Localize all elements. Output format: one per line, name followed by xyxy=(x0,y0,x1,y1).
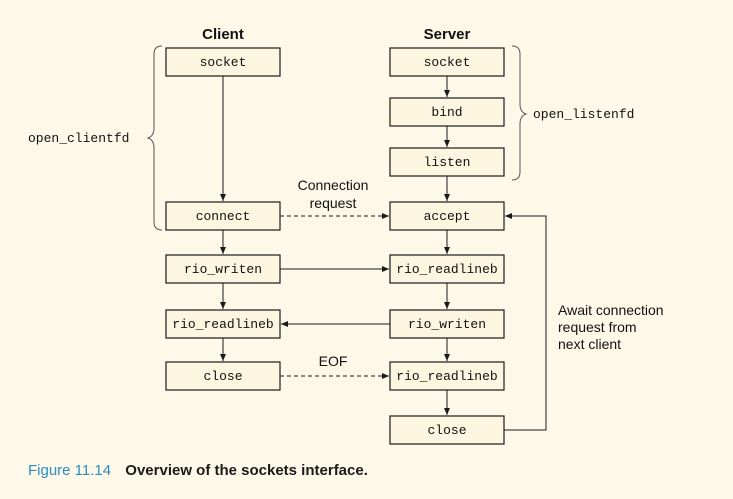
server-accept-box: accept xyxy=(389,201,505,231)
server-rio-readlineb-label: rio_readlineb xyxy=(396,262,497,277)
figure-title: Overview of the sockets interface. xyxy=(125,462,368,479)
server-header: Server xyxy=(424,26,471,43)
client-connect-label: connect xyxy=(196,209,251,224)
client-rio-writen-label: rio_writen xyxy=(184,262,262,277)
connection-request-label-line1: Connection xyxy=(298,177,369,193)
client-rio-readlineb-box: rio_readlineb xyxy=(165,309,281,339)
server-accept-label: accept xyxy=(424,209,471,224)
connection-request-label-line2: request xyxy=(310,195,357,211)
client-connect-box: connect xyxy=(165,201,281,231)
server-socket-label: socket xyxy=(424,55,471,70)
client-close-box: close xyxy=(165,361,281,391)
server-close-box: close xyxy=(389,415,505,445)
server-rio-writen-label: rio_writen xyxy=(408,317,486,332)
loop-back-arrow xyxy=(504,213,547,431)
server-bind-box: bind xyxy=(389,97,505,127)
open-clientfd-label: open_clientfd xyxy=(28,131,129,146)
open-listenfd-label: open_listenfd xyxy=(533,107,634,122)
client-socket-label: socket xyxy=(200,55,247,70)
server-socket-box: socket xyxy=(389,47,505,77)
server-listen-label: listen xyxy=(424,155,471,170)
await-label-line3: next client xyxy=(558,336,621,352)
client-rio-readlineb-label: rio_readlineb xyxy=(172,317,273,332)
figure-number: Figure 11.14 xyxy=(28,462,112,479)
server-bind-label: bind xyxy=(431,105,462,120)
server-brace xyxy=(511,45,528,181)
server-close-label: close xyxy=(427,423,466,438)
eof-label: EOF xyxy=(319,353,348,369)
client-header: Client xyxy=(202,26,244,43)
figure-caption: Figure 11.14 Overview of the sockets int… xyxy=(28,462,368,479)
await-label-line2: request from xyxy=(558,319,637,335)
client-rio-writen-box: rio_writen xyxy=(165,254,281,284)
client-socket-box: socket xyxy=(165,47,281,77)
server-rio-readlineb-2-label: rio_readlineb xyxy=(396,369,497,384)
server-rio-readlineb-box: rio_readlineb xyxy=(389,254,505,284)
server-rio-readlineb-2-box: rio_readlineb xyxy=(389,361,505,391)
server-listen-box: listen xyxy=(389,147,505,177)
await-label-line1: Await connection xyxy=(558,302,664,318)
client-close-label: close xyxy=(203,369,242,384)
server-rio-writen-box: rio_writen xyxy=(389,309,505,339)
client-brace xyxy=(146,45,163,231)
